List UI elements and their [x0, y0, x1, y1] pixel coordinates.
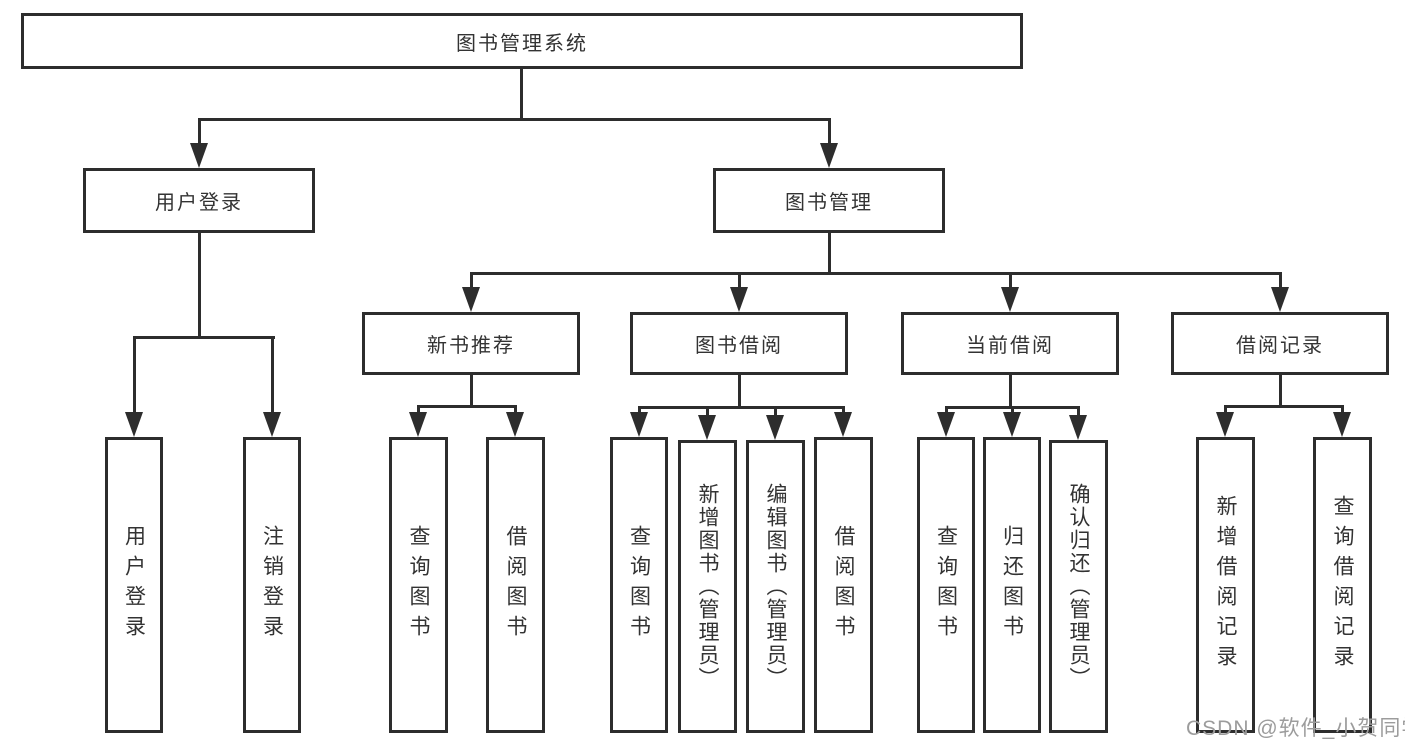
leaf-return-books: 归还图书 — [983, 437, 1041, 733]
leaf-query-books-2: 查询图书 — [610, 437, 668, 733]
connector-line — [638, 406, 844, 409]
connector-line — [520, 69, 523, 118]
connector-line — [417, 405, 517, 408]
node-user-login: 用户登录 — [83, 168, 315, 233]
leaf-logout-label: 注销登录 — [260, 525, 284, 645]
node-root-label: 图书管理系统 — [456, 32, 588, 55]
leaf-user-login: 用户登录 — [105, 437, 163, 733]
connector-line — [198, 118, 201, 146]
leaf-edit-books-admin: 编辑图书（管理员） — [746, 440, 805, 733]
node-user-login-label: 用户登录 — [155, 192, 243, 214]
connector-line — [417, 405, 420, 417]
connector-line — [133, 336, 136, 414]
node-current-borrow: 当前借阅 — [901, 312, 1119, 375]
connector-line — [774, 406, 777, 416]
connector-line — [1077, 406, 1080, 416]
arrow-down-icon — [937, 412, 955, 437]
node-root: 图书管理系统 — [21, 13, 1023, 69]
connector-line — [1224, 405, 1227, 417]
leaf-borrow-books-1-label: 借阅图书 — [504, 525, 527, 645]
node-new-book-recommend: 新书推荐 — [362, 312, 580, 375]
node-borrow-records: 借阅记录 — [1171, 312, 1389, 375]
arrow-down-icon — [698, 415, 716, 440]
arrow-down-icon — [409, 412, 427, 437]
connector-line — [1011, 406, 1014, 416]
connector-line — [945, 406, 948, 416]
leaf-borrow-books-2: 借阅图书 — [814, 437, 873, 733]
connector-line — [828, 118, 831, 146]
connector-line — [133, 336, 275, 339]
arrow-down-icon — [125, 412, 143, 437]
leaf-add-books-admin-label: 新增图书（管理员） — [696, 483, 719, 690]
leaf-add-borrow-record-label: 新增借阅记录 — [1214, 495, 1237, 675]
node-new-book-recommend-label: 新书推荐 — [427, 335, 515, 357]
connector-line — [470, 272, 1282, 275]
arrow-down-icon — [1271, 287, 1289, 312]
connector-line — [1009, 375, 1012, 406]
leaf-query-books-2-label: 查询图书 — [627, 525, 651, 645]
arrow-down-icon — [1069, 415, 1087, 440]
node-book-borrow-label: 图书借阅 — [695, 335, 783, 357]
node-current-borrow-label: 当前借阅 — [966, 335, 1054, 357]
leaf-edit-books-admin-label: 编辑图书（管理员） — [764, 483, 787, 690]
leaf-query-books-1-label: 查询图书 — [407, 525, 430, 645]
connector-line — [738, 272, 741, 292]
leaf-add-borrow-record: 新增借阅记录 — [1196, 437, 1255, 733]
connector-line — [271, 336, 274, 414]
arrow-down-icon — [1003, 412, 1021, 437]
leaf-user-login-label: 用户登录 — [122, 525, 146, 645]
connector-line — [706, 406, 709, 416]
leaf-query-books-1: 查询图书 — [389, 437, 448, 733]
leaf-query-books-3-label: 查询图书 — [934, 525, 958, 645]
arrow-down-icon — [630, 412, 648, 437]
arrow-down-icon — [1001, 287, 1019, 312]
arrow-down-icon — [730, 287, 748, 312]
arrow-down-icon — [506, 412, 524, 437]
connector-line — [1279, 272, 1282, 292]
connector-line — [198, 118, 831, 121]
arrow-down-icon — [263, 412, 281, 437]
leaf-confirm-return-admin: 确认归还（管理员） — [1049, 440, 1108, 733]
arrow-down-icon — [1216, 412, 1234, 437]
node-book-management: 图书管理 — [713, 168, 945, 233]
connector-line — [638, 406, 641, 416]
leaf-borrow-books-1: 借阅图书 — [486, 437, 545, 733]
connector-line — [738, 375, 741, 406]
node-book-borrow: 图书借阅 — [630, 312, 848, 375]
leaf-logout: 注销登录 — [243, 437, 301, 733]
arrow-down-icon — [766, 415, 784, 440]
connector-line — [1224, 405, 1344, 408]
connector-line — [842, 406, 845, 416]
leaf-query-borrow-record: 查询借阅记录 — [1313, 437, 1372, 733]
connector-line — [1009, 272, 1012, 292]
csdn-watermark: CSDN @软件_小贺同学 — [1186, 717, 1405, 740]
connector-line — [1279, 375, 1282, 405]
leaf-return-books-label: 归还图书 — [1000, 525, 1024, 645]
connector-line — [1341, 405, 1344, 417]
connector-line — [828, 233, 831, 272]
leaf-query-books-3: 查询图书 — [917, 437, 975, 733]
arrow-down-icon — [190, 143, 208, 168]
leaf-query-borrow-record-label: 查询借阅记录 — [1331, 495, 1354, 675]
arrow-down-icon — [462, 287, 480, 312]
connector-line — [514, 405, 517, 417]
node-borrow-records-label: 借阅记录 — [1236, 335, 1324, 357]
leaf-borrow-books-2-label: 借阅图书 — [832, 525, 855, 645]
connector-line — [470, 272, 473, 292]
arrow-down-icon — [820, 143, 838, 168]
arrow-down-icon — [834, 412, 852, 437]
leaf-add-books-admin: 新增图书（管理员） — [678, 440, 737, 733]
connector-line — [470, 375, 473, 405]
connector-line — [198, 233, 201, 336]
arrow-down-icon — [1333, 412, 1351, 437]
node-book-management-label: 图书管理 — [785, 192, 873, 214]
leaf-confirm-return-admin-label: 确认归还（管理员） — [1067, 483, 1090, 690]
